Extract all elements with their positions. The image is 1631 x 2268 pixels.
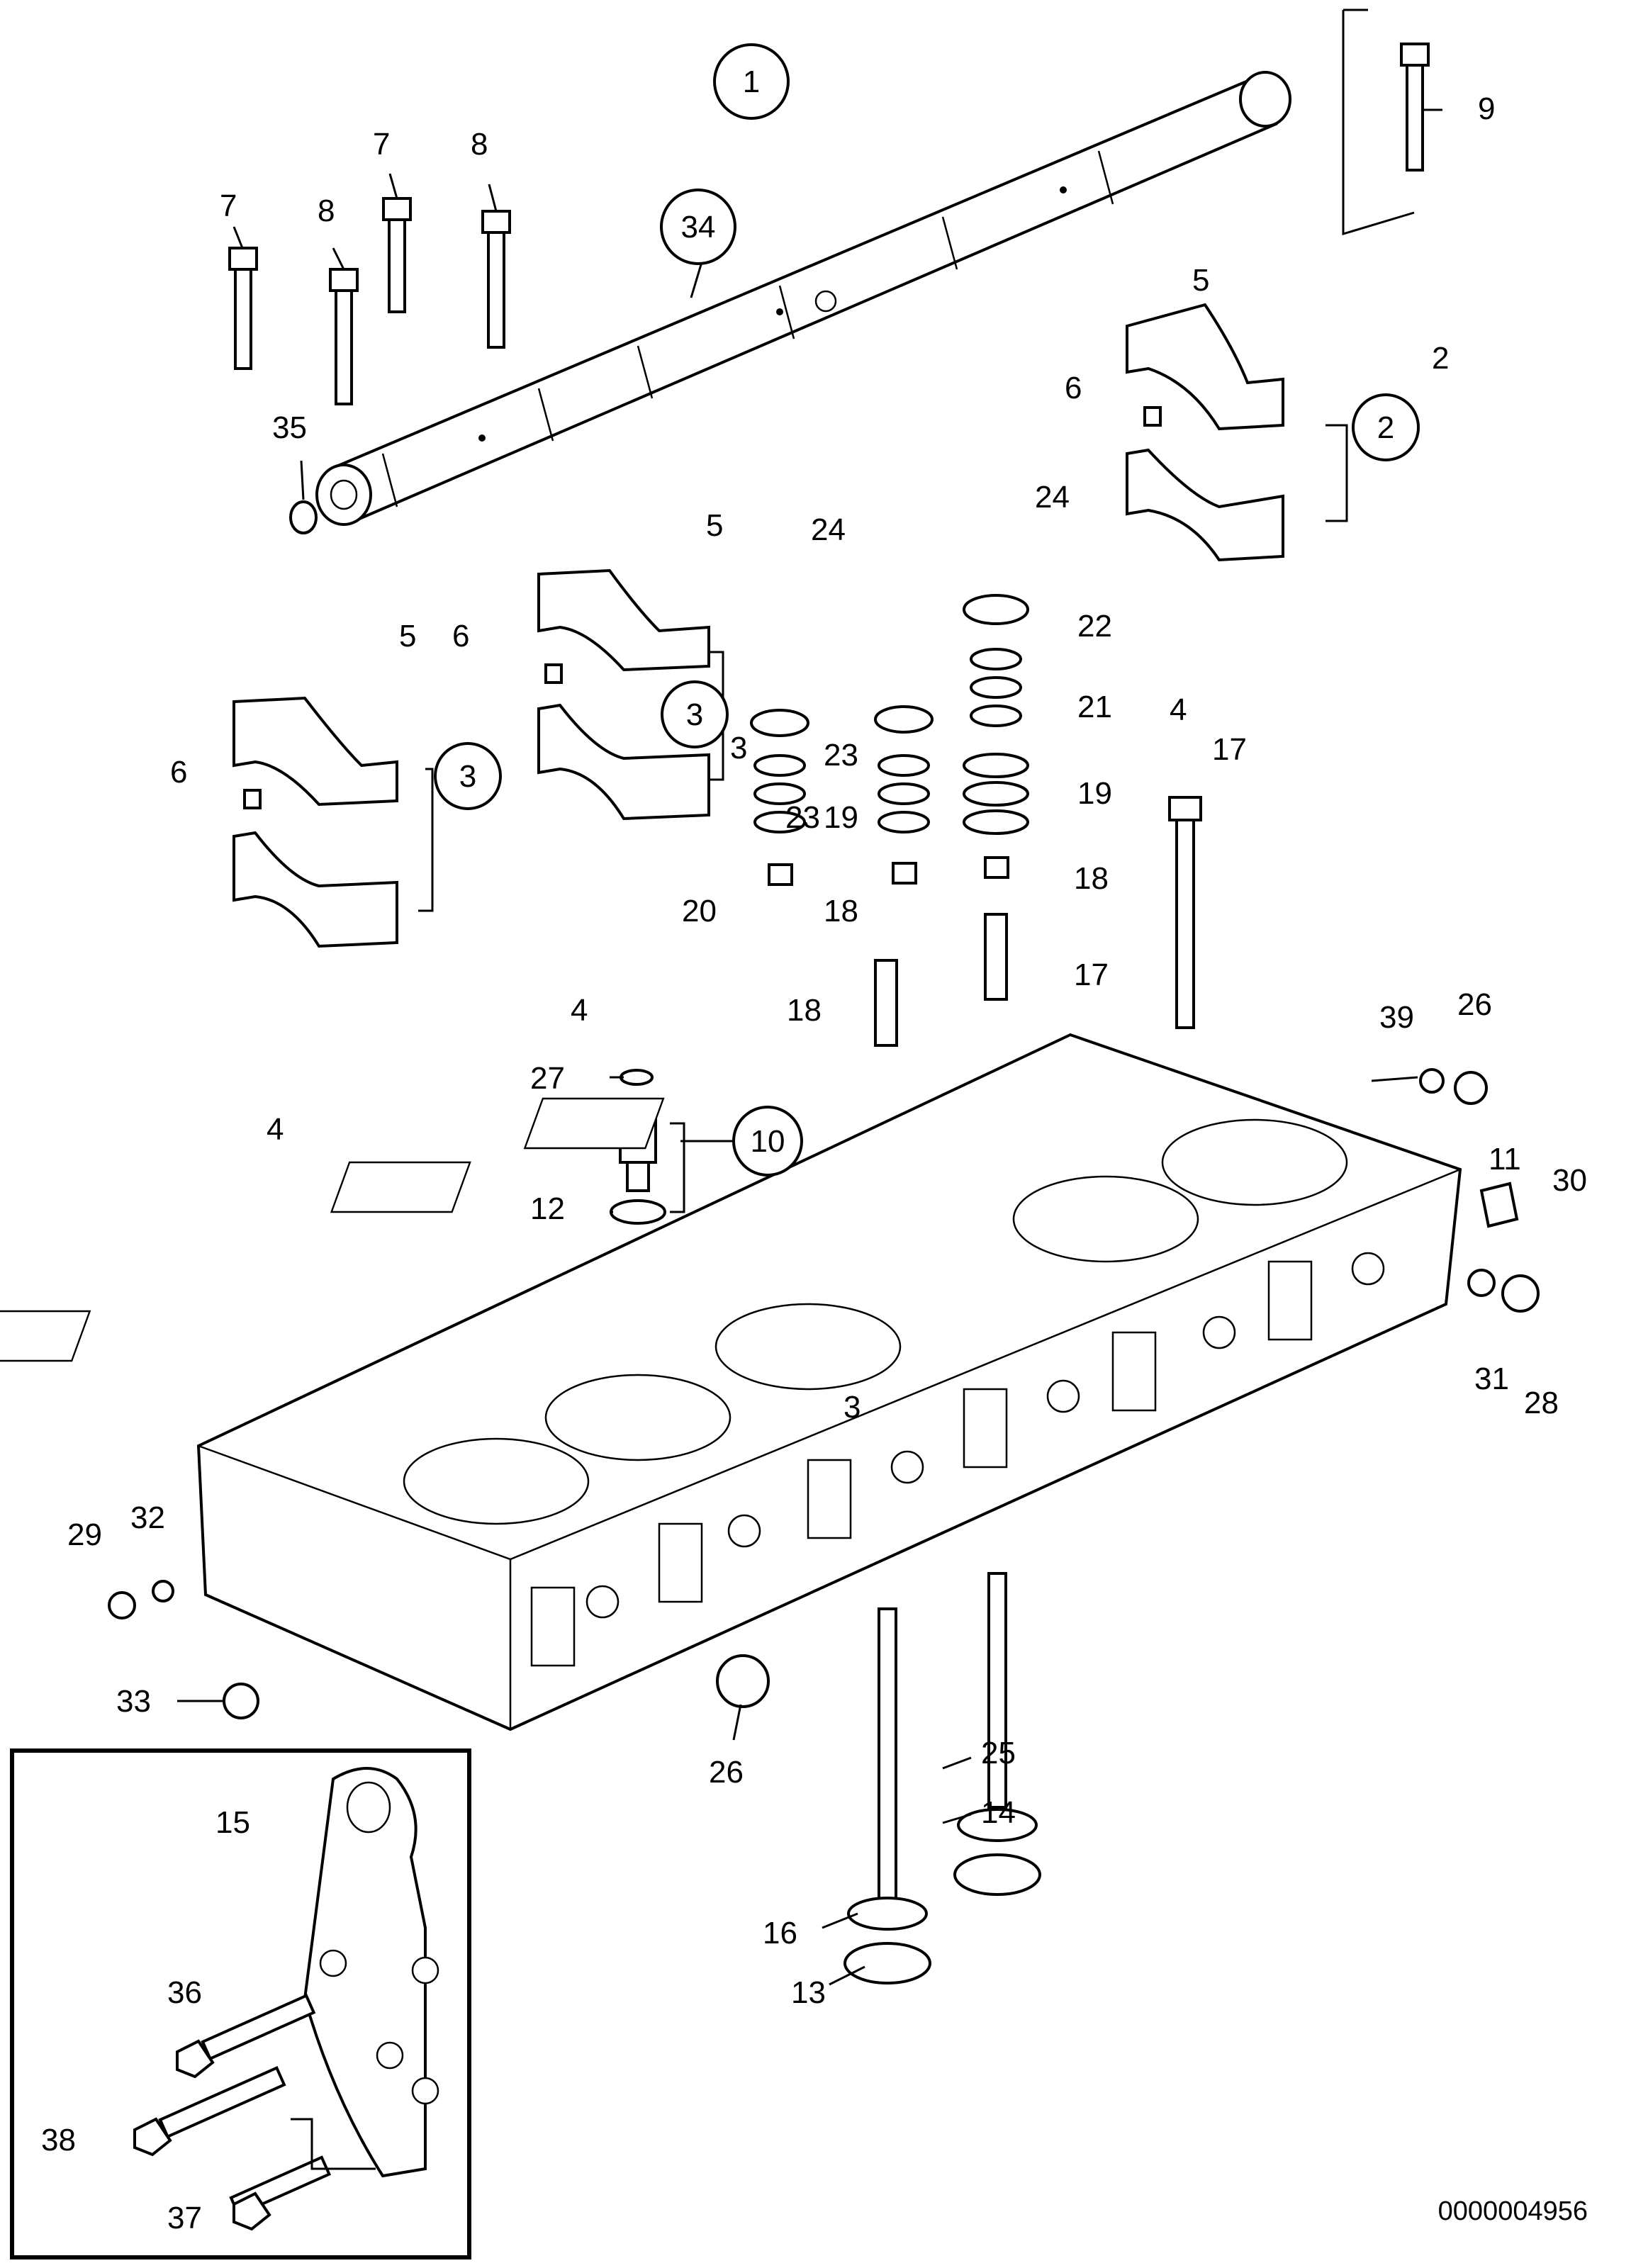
callout-label: 20 — [682, 894, 717, 928]
callout-label: 26 — [709, 1755, 744, 1790]
group-ref-1-label: 1 — [743, 64, 760, 99]
rocker-shaft — [315, 71, 1291, 526]
callout-label: 5 — [1192, 263, 1209, 298]
callout-label: 17 — [1212, 732, 1247, 767]
callout-label: 24 — [1035, 480, 1070, 515]
callout-label: 32 — [130, 1500, 165, 1535]
group-ref-3a — [661, 680, 729, 748]
callout-label: 33 — [116, 1684, 151, 1719]
callout-label: 23 — [785, 800, 820, 835]
group-ref-34 — [660, 189, 736, 265]
callout-label: 4 — [571, 993, 588, 1028]
callout-label: 30 — [1552, 1163, 1587, 1198]
callout-label: 4 — [1170, 692, 1187, 727]
group-ref-2 — [1352, 393, 1420, 461]
callout-label: 26 — [1457, 987, 1492, 1022]
group-ref-10 — [732, 1106, 803, 1177]
group-ref-1 — [713, 43, 790, 120]
callout-label: 6 — [170, 755, 187, 790]
callout-label: 19 — [824, 800, 858, 835]
group-reference-circles: 1 2 3 3 10 34 — [434, 43, 1420, 1177]
bearing-block-middle — [537, 568, 710, 821]
callout-label: 13 — [791, 1975, 826, 2010]
drawing-reference-number: 0000004956 — [1438, 2196, 1588, 2226]
callout-label: 36 — [167, 1975, 202, 2010]
leader-lines — [177, 9, 1442, 2036]
callout-label: 21 — [1077, 690, 1112, 724]
long-bolt-39 — [1168, 796, 1202, 1029]
washer-35 — [289, 500, 318, 534]
callout-label: 37 — [167, 2201, 202, 2235]
callout-label: 7 — [373, 127, 390, 162]
side-parts — [108, 1068, 1540, 1719]
callout-label: 38 — [41, 2123, 76, 2157]
group-ref-3b — [434, 742, 502, 810]
callout-label: 9 — [1478, 91, 1495, 126]
cylinder-head — [0, 1033, 1462, 1731]
group-ref-3b-label: 3 — [459, 759, 476, 794]
valve-spring-assemblies — [750, 594, 1029, 1047]
callout-label: 16 — [763, 1916, 797, 1950]
callout-label: 8 — [318, 193, 335, 228]
callout-label: 5 — [399, 619, 416, 653]
callout-label: 17 — [1074, 958, 1109, 992]
callout-label: 29 — [67, 1517, 102, 1552]
shaft-bolts — [228, 43, 1430, 405]
callout-label: 27 — [530, 1061, 565, 1096]
group-ref-2-label: 2 — [1377, 410, 1394, 445]
group-ref-34-label: 34 — [681, 210, 716, 245]
callout-label: 14 — [981, 1795, 1016, 1830]
callout-label: 6 — [1065, 371, 1082, 405]
callout-label: 23 — [824, 738, 858, 773]
group-ref-10-label: 10 — [751, 1124, 785, 1159]
callout-label: 4 — [267, 1112, 284, 1147]
callout-label: 25 — [981, 1736, 1016, 1770]
callout-label: 28 — [1524, 1386, 1559, 1420]
callout-label: 39 — [1379, 1000, 1414, 1035]
callout-label: 18 — [1074, 861, 1109, 896]
inset-panel — [10, 1748, 471, 2259]
callout-label: 24 — [811, 512, 846, 547]
callout-label: 19 — [1077, 776, 1112, 811]
callout-label: 6 — [452, 619, 469, 653]
callout-label: 15 — [215, 1805, 250, 1840]
callout-label: 8 — [471, 127, 488, 162]
callout-label: 18 — [824, 894, 858, 928]
group-ref-3a-label: 3 — [686, 697, 703, 732]
callout-labels: 7 8 7 8 9 35 5 6 2 5 6 3 5 6 3 4 4 4 24 … — [41, 91, 1587, 2235]
callout-label: 5 — [706, 508, 723, 543]
callout-label: 7 — [220, 189, 237, 223]
callout-label: 3 — [843, 1390, 861, 1425]
callout-label: 2 — [1432, 341, 1449, 376]
callout-label: 11 — [1489, 1142, 1521, 1177]
bearing-block-right — [1126, 303, 1284, 562]
callout-label: 3 — [730, 731, 747, 765]
callout-label: 18 — [787, 993, 822, 1028]
callout-label: 35 — [272, 410, 307, 445]
bearing-block-left — [232, 696, 398, 948]
intake-exhaust-valves — [843, 1572, 1041, 1984]
callout-label: 12 — [530, 1191, 565, 1226]
callout-label: 31 — [1474, 1362, 1509, 1396]
callout-label: 22 — [1077, 609, 1112, 644]
